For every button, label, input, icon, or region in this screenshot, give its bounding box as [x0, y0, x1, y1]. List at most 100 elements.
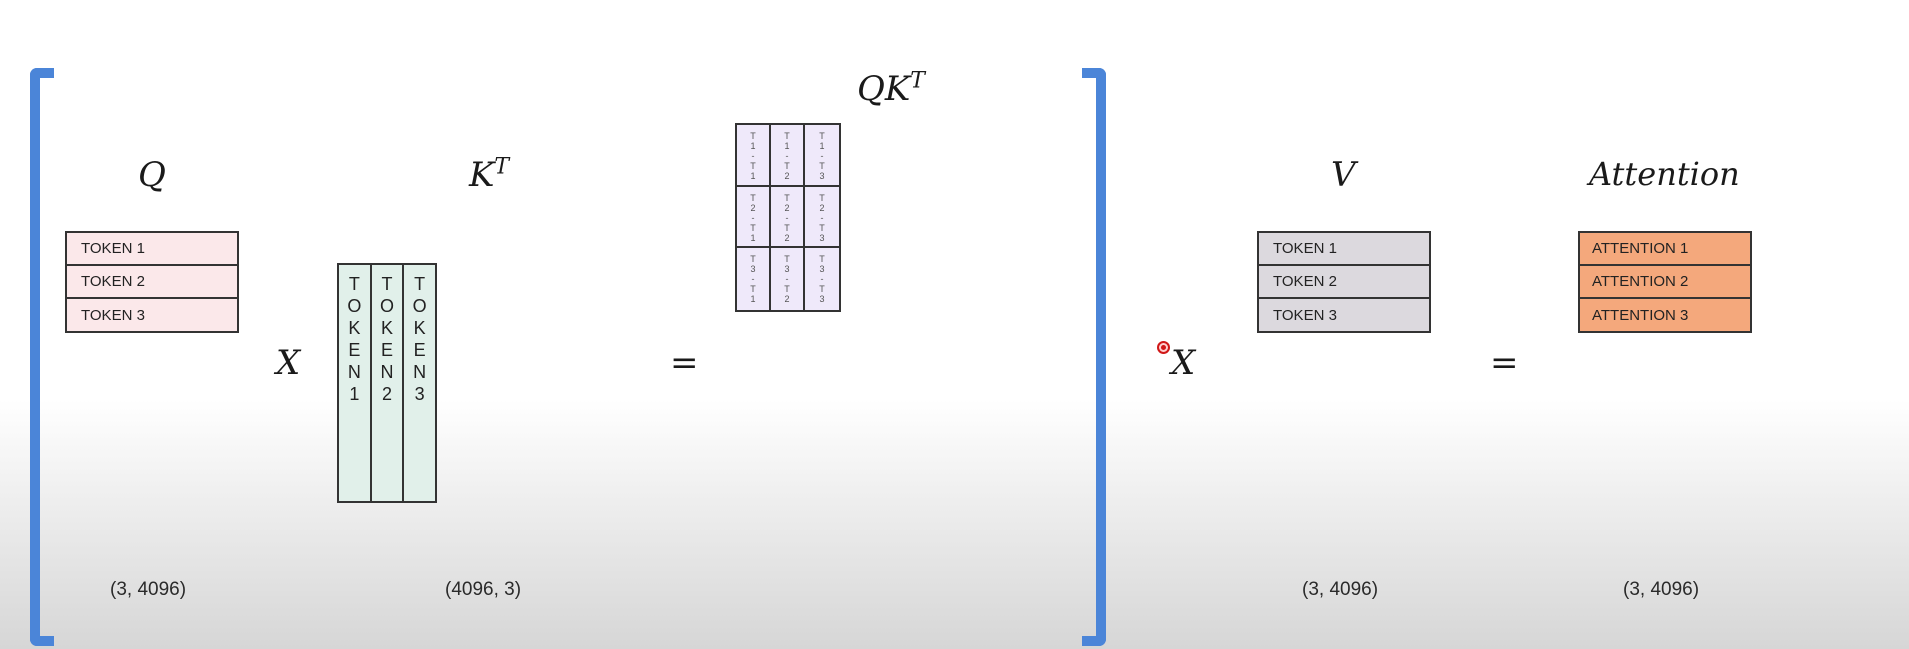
- qkt-char: -: [751, 274, 755, 285]
- q-shape-label: (3, 4096): [110, 579, 187, 600]
- kt-column-1: T O K E N 1: [339, 265, 372, 501]
- qkt-char: T: [819, 222, 825, 233]
- qkt-char: 3: [784, 264, 790, 275]
- qkt-char: T: [819, 254, 825, 265]
- q-label: Q: [138, 158, 166, 192]
- qkt-label-sup: T: [910, 68, 925, 94]
- qkt-char: -: [785, 212, 789, 223]
- qkt-char: T: [750, 254, 756, 265]
- equals-operator-2: =: [1490, 343, 1519, 383]
- qkt-char: T: [784, 254, 790, 265]
- kt-label: KT: [469, 154, 510, 195]
- qkt-char: 2: [784, 171, 790, 181]
- qkt-char: 2: [750, 202, 756, 213]
- qkt-char: T: [819, 284, 825, 295]
- qkt-char: 3: [819, 294, 825, 305]
- q-row-3: TOKEN 3: [81, 307, 145, 324]
- qkt-char: T: [784, 284, 790, 295]
- kt-label-sup: T: [494, 154, 510, 180]
- qkt-char: 2: [819, 202, 825, 213]
- qkt-char: 1: [750, 294, 756, 305]
- v-label: V: [1331, 158, 1356, 192]
- qkt-char: -: [751, 212, 755, 223]
- kt-col2-char: N: [380, 362, 394, 382]
- qkt-label-base: QK: [857, 69, 911, 109]
- qkt-char: 2: [784, 294, 790, 305]
- attention-row-1: ATTENTION 1: [1580, 233, 1750, 266]
- attention-row-3: ATTENTION 3: [1592, 307, 1689, 324]
- qkt-char: T: [819, 161, 825, 171]
- kt-column-2: T O K E N 2: [372, 265, 405, 501]
- kt-matrix: T O K E N 1 T O K E N 2 T O K E N 3: [337, 263, 437, 503]
- v-shape-label: (3, 4096): [1302, 579, 1379, 600]
- attention-shape-label: (3, 4096): [1623, 579, 1700, 600]
- multiply-operator-1: X: [276, 343, 301, 383]
- qkt-char: T: [750, 222, 756, 233]
- kt-col1-char: 1: [349, 384, 360, 404]
- qkt-char: T: [750, 161, 756, 171]
- qkt-char: 1: [784, 141, 790, 151]
- qkt-char: 1: [750, 232, 756, 243]
- kt-col1-char: T: [348, 274, 360, 294]
- kt-col3-char: T: [414, 274, 426, 294]
- kt-label-base: K: [469, 155, 495, 195]
- attention-label-text: Attention: [1589, 155, 1740, 193]
- kt-col2-char: 2: [382, 384, 393, 404]
- qkt-char: 1: [750, 141, 756, 151]
- v-label-text: V: [1331, 155, 1356, 195]
- qkt-char: -: [820, 274, 824, 285]
- v-row-3: TOKEN 3: [1273, 307, 1337, 324]
- qkt-char: T: [750, 192, 756, 203]
- kt-shape-label: (4096, 3): [445, 579, 522, 600]
- qkt-char: 1: [819, 141, 825, 151]
- qkt-char: T: [784, 131, 790, 141]
- kt-col3-char: O: [412, 296, 427, 316]
- qkt-label: QKT: [857, 68, 925, 109]
- qkt-char: -: [820, 151, 824, 161]
- attention-row-2: ATTENTION 2: [1580, 266, 1750, 299]
- kt-col2-char: T: [381, 274, 393, 294]
- kt-col3-char: E: [413, 340, 426, 360]
- qkt-char: T: [819, 131, 825, 141]
- q-row-2: TOKEN 2: [67, 266, 237, 299]
- qkt-char: T: [784, 161, 790, 171]
- qkt-char: T: [750, 131, 756, 141]
- kt-col2-char: K: [381, 318, 394, 338]
- attention-matrix: ATTENTION 1 ATTENTION 2 ATTENTION 3: [1578, 231, 1752, 333]
- qkt-char: 2: [784, 232, 790, 243]
- kt-col1-char: E: [348, 340, 361, 360]
- kt-col1-char: O: [347, 296, 362, 316]
- equals-operator-1: =: [670, 343, 699, 383]
- q-label-text: Q: [138, 155, 166, 195]
- kt-col2-char: E: [381, 340, 394, 360]
- kt-col3-char: K: [413, 318, 426, 338]
- qkt-char: -: [785, 274, 789, 285]
- q-matrix: TOKEN 1 TOKEN 2 TOKEN 3: [65, 231, 239, 333]
- kt-col3-char: 3: [414, 384, 425, 404]
- qkt-char: T: [819, 192, 825, 203]
- qkt-char: 2: [784, 202, 790, 213]
- qkt-char: T: [784, 222, 790, 233]
- qkt-char: T: [750, 284, 756, 295]
- qkt-char: 3: [819, 232, 825, 243]
- kt-column-3: T O K E N 3: [404, 265, 435, 501]
- qkt-char: -: [785, 151, 789, 161]
- qkt-char: 3: [819, 264, 825, 275]
- v-matrix: TOKEN 1 TOKEN 2 TOKEN 3: [1257, 231, 1431, 333]
- kt-col2-char: O: [380, 296, 395, 316]
- kt-col3-char: N: [413, 362, 427, 382]
- v-row-1: TOKEN 1: [1259, 233, 1429, 266]
- qkt-char: 1: [750, 171, 756, 181]
- qkt-char: -: [820, 212, 824, 223]
- qkt-char: 3: [750, 264, 756, 275]
- mouse-pointer-indicator: [1157, 341, 1170, 354]
